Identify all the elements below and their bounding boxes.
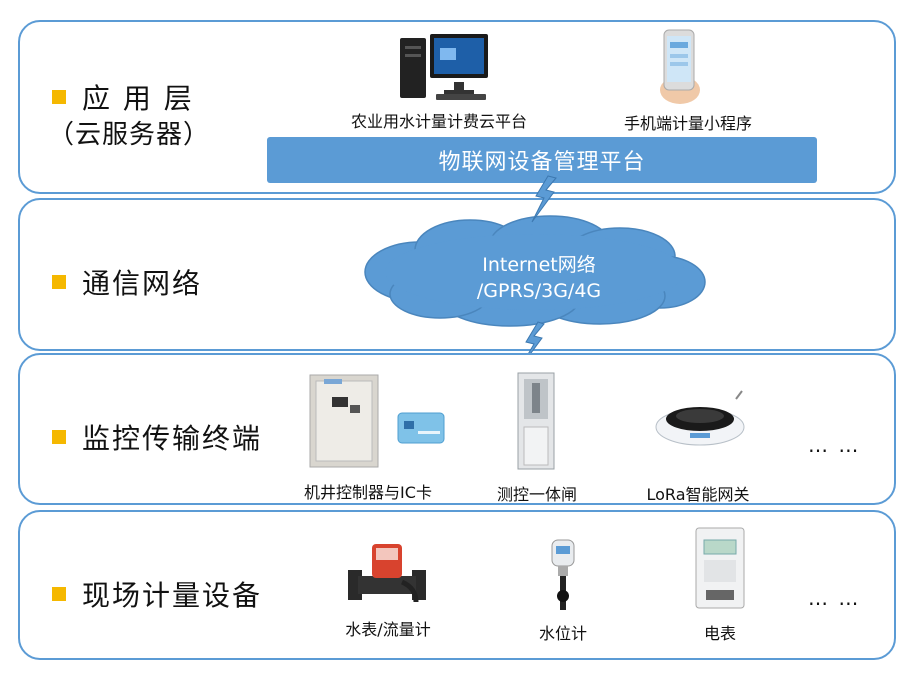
water-meter-label: 水表/流量计 (345, 620, 431, 639)
application-layer: 应 用 层 （云服务器） 农业用水计量计费云平台 手机端计量小程序 物联网设备管… (18, 20, 896, 194)
level-meter-icon (551, 539, 575, 610)
network-layer: 通信网络 Internet网络 /GPRS/3G/4G (18, 198, 896, 351)
lora-gateway-label: LoRa智能网关 (646, 485, 750, 504)
application-layer-title: 应 用 层 (52, 77, 194, 117)
electric-meter-label: 电表 (703, 624, 737, 643)
cloud-line-2: /GPRS/3G/4G (476, 280, 602, 302)
ic-card-icon (397, 412, 445, 444)
bullet-icon (52, 275, 66, 289)
well-controller-label: 机井控制器与IC卡 (304, 483, 432, 502)
electric-meter-icon (695, 527, 745, 609)
monitor-terminal-layer: 监控传输终端 机井控制器与IC卡 测控一体闸 LoRa智能网关 … … (18, 353, 896, 505)
field-more: … … (808, 586, 861, 610)
lightning-link-icon (531, 175, 557, 223)
gate-icon (517, 372, 555, 470)
monitor-layer-title: 监控传输终端 (52, 417, 262, 457)
water-meter-icon (348, 544, 426, 603)
cloud-text: Internet网络 /GPRS/3G/4G (409, 252, 669, 304)
field-layer-title: 现场计量设备 (52, 574, 262, 614)
cloud-icon (364, 215, 706, 327)
cloud-platform-label: 农业用水计量计费云平台 (350, 112, 528, 131)
mini-program-label: 手机端计量小程序 (623, 114, 753, 133)
smartphone-icon (660, 29, 700, 104)
monitor-more: … … (808, 433, 861, 457)
lora-gateway-icon (655, 390, 745, 446)
network-layer-title: 通信网络 (52, 262, 202, 302)
level-meter-label: 水位计 (538, 624, 588, 643)
bullet-icon (52, 90, 66, 104)
bullet-icon (52, 587, 66, 601)
application-layer-subtitle: （云服务器） (48, 120, 211, 150)
bullet-icon (52, 430, 66, 444)
iot-platform-bar: 物联网设备管理平台 (267, 137, 817, 183)
field-device-layer: 现场计量设备 水表/流量计 水位计 电表 … … (18, 510, 896, 660)
cloud-line-1: Internet网络 (482, 254, 596, 276)
gate-label: 测控一体闸 (496, 485, 578, 504)
controller-cabinet-icon (309, 374, 379, 468)
desktop-computer-icon (400, 34, 488, 100)
